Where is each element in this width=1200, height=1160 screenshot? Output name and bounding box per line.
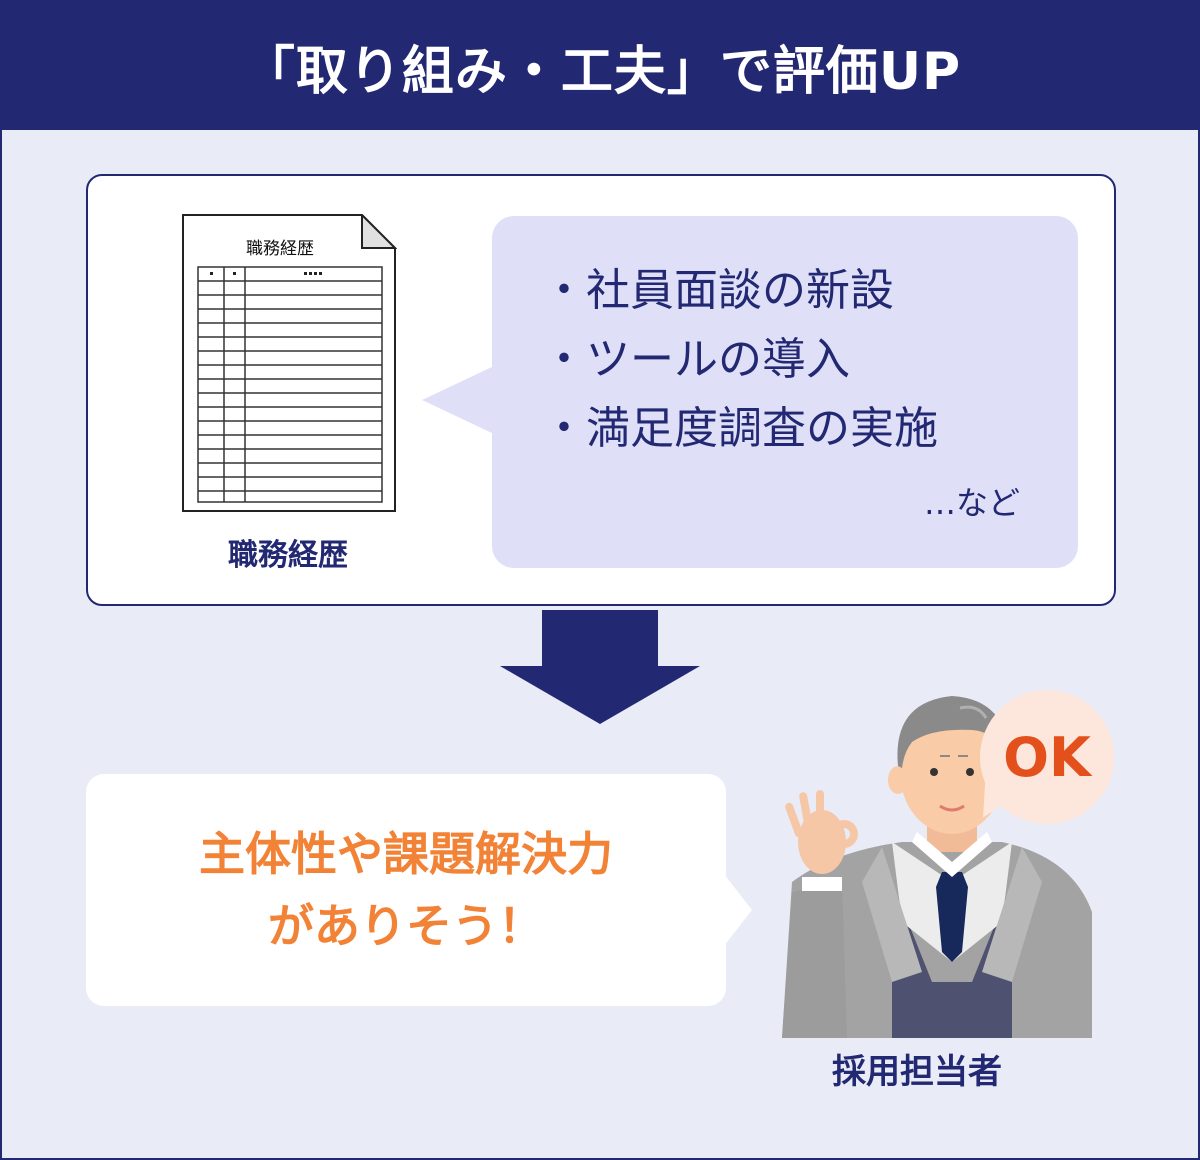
reaction-line-1: 主体性や課題解決力 bbox=[199, 827, 613, 881]
ok-speech-bubble: OK bbox=[967, 690, 1114, 827]
bubble-tail bbox=[422, 366, 494, 434]
interviewer-label: 採用担当者 bbox=[832, 1052, 1002, 1092]
achievements-bubble: ・社員面談の新設 ・ツールの導入 ・満足度調査の実施 …など bbox=[422, 216, 1078, 568]
achievement-item: ・社員面談の新設 bbox=[542, 265, 894, 316]
page-title: 「取り組み・工夫」で評価UP bbox=[242, 41, 962, 102]
resume-card: 職務経歴 職務経歴 ・社員面談の新設 ・ツールの導入 ・満足度調査の実施 …など bbox=[86, 174, 1116, 606]
document-icon-title: 職務経歴 bbox=[246, 239, 314, 259]
reaction-bubble: 主体性や課題解決力 がありそう！ bbox=[86, 774, 752, 1006]
interviewer-illustration-icon bbox=[782, 696, 1092, 1038]
ok-text: OK bbox=[1003, 725, 1091, 789]
etc-text: …など bbox=[923, 484, 1020, 522]
achievement-list: ・社員面談の新設 ・ツールの導入 ・満足度調査の実施 bbox=[542, 256, 938, 463]
bubble-tail bbox=[724, 874, 752, 946]
reaction-line-2: がありそう！ bbox=[268, 899, 544, 953]
down-arrow-icon bbox=[500, 610, 700, 724]
achievement-item: ・ツールの導入 bbox=[542, 334, 850, 385]
resume-document-icon: 職務経歴 bbox=[182, 212, 398, 512]
header-banner: 「取り組み・工夫」で評価UP bbox=[2, 2, 1200, 130]
resume-label: 職務経歴 bbox=[228, 538, 348, 573]
achievement-item: ・満足度調査の実施 bbox=[542, 403, 938, 454]
